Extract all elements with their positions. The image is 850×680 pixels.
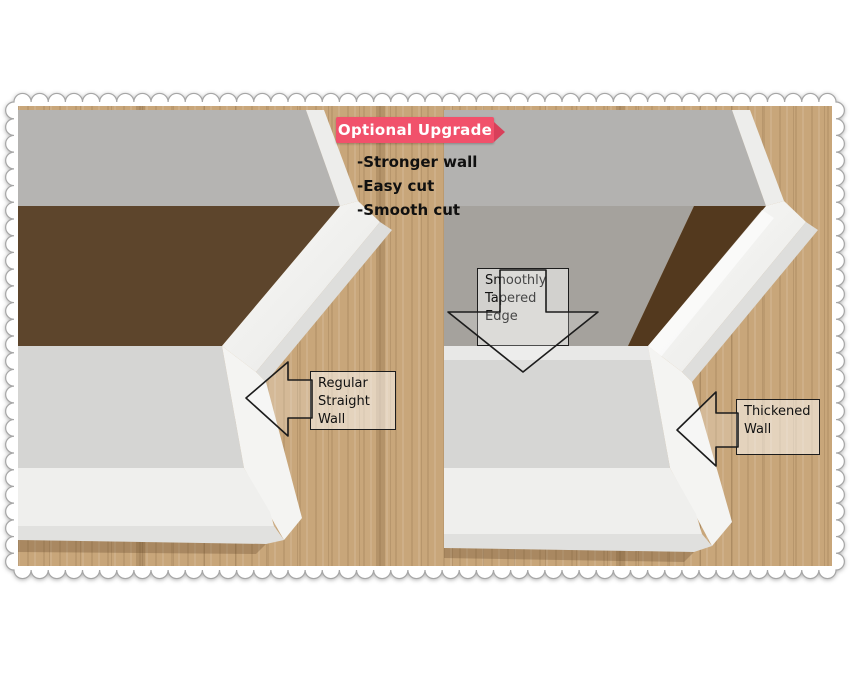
wall-top-edge — [732, 110, 784, 206]
callout-line: Wall — [318, 411, 346, 427]
callout-line: Wall — [744, 421, 772, 437]
taper-chamfer — [444, 346, 654, 360]
interior-shadow — [628, 206, 766, 346]
label-regular-straight-wall: Regular Straight Wall — [310, 371, 396, 430]
optional-upgrade-banner: Optional Upgrade — [336, 117, 505, 143]
outer-bottom-wall — [444, 468, 702, 534]
feature-list: -Stronger wall -Easy cut -Smooth cut — [357, 150, 477, 222]
label-smoothly-tapered-edge: Smoothly Tapered Edge — [477, 268, 569, 346]
render-right-panel — [428, 106, 832, 566]
ground-shadow — [18, 540, 266, 554]
bottom-bevel — [444, 534, 712, 552]
right-wall-edge-band — [256, 222, 392, 382]
taper-highlight — [648, 210, 774, 358]
inner-right-wall — [648, 201, 806, 372]
corner-edge — [222, 346, 302, 540]
inner-left-wall — [18, 346, 244, 468]
label-thickened-wall: Thickened Wall — [736, 399, 820, 455]
feature-item: -Stronger wall — [357, 153, 478, 171]
right-wall-edge-band — [682, 222, 818, 382]
callout-line: Thickened — [744, 404, 811, 419]
feature-item: -Easy cut — [357, 177, 435, 195]
wall-top-edge — [306, 110, 358, 206]
far-wall-top — [18, 110, 340, 206]
callout-line: Smoothly — [485, 273, 547, 288]
render-right — [444, 110, 818, 562]
far-wall-top — [444, 110, 766, 206]
inner-right-wall — [222, 201, 380, 372]
callout-line: Straight — [318, 393, 370, 409]
interior-shadow — [18, 206, 340, 346]
banner-ribbon-tail — [494, 122, 505, 142]
banner-label: Optional Upgrade — [337, 121, 493, 139]
callout-line: Edge — [485, 308, 518, 324]
render-left — [18, 110, 392, 554]
outer-bottom-wall — [18, 468, 274, 526]
inner-left-wall — [444, 346, 670, 468]
ground-shadow — [444, 548, 694, 562]
bottom-bevel — [18, 526, 284, 544]
render-left-panel — [18, 106, 428, 566]
callout-line: Regular — [318, 376, 368, 391]
photo-area: Optional Upgrade -Stronger wall -Easy cu… — [18, 106, 832, 566]
callout-line: Tapered — [485, 290, 537, 306]
feature-item: -Smooth cut — [357, 201, 461, 219]
